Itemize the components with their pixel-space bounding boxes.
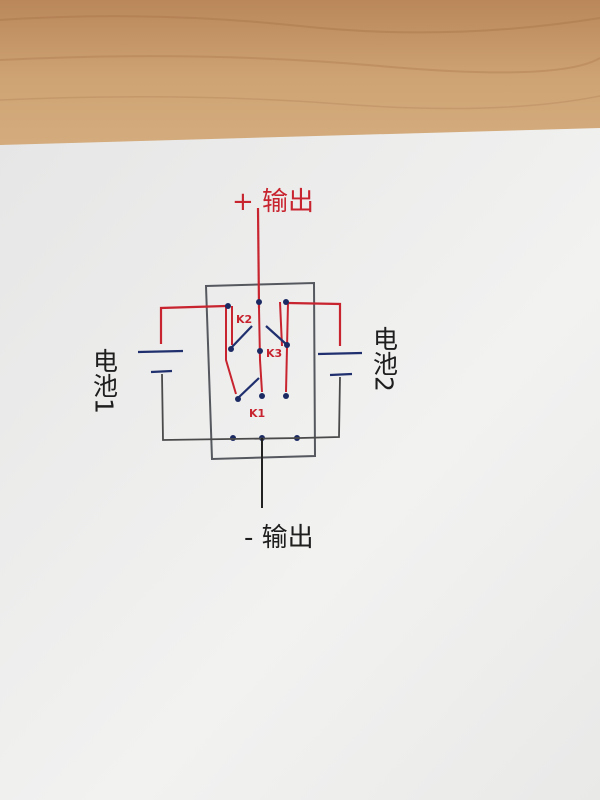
battery2-positive-wire (287, 301, 342, 346)
battery2-short-plate (329, 372, 353, 377)
center-red-link (258, 307, 263, 393)
k2-switch-lever (230, 325, 253, 349)
battery2-negative-wire (299, 376, 341, 439)
battery1-negative-wire (161, 373, 301, 441)
wood-grain (0, 55, 600, 74)
battery2-long-plate (317, 351, 363, 356)
battery1-long-plate (137, 349, 184, 354)
battery1-positive-wire (159, 304, 227, 344)
paper-sheet (0, 128, 600, 800)
k1-label: K1 (249, 407, 265, 420)
positive-output-label: + 输出 (232, 187, 314, 217)
contact-dots (225, 299, 300, 441)
k3-label: K3 (266, 347, 282, 360)
k2-red-link (225, 306, 237, 395)
circuit-diagram (137, 207, 363, 508)
k1-switch-lever (237, 377, 260, 399)
battery2-label: 电池2 (370, 326, 399, 392)
k2-label: K2 (236, 313, 252, 326)
battery1-label: 电池1 (90, 348, 119, 414)
negative-output-label: - 输出 (244, 523, 314, 553)
battery1-short-plate (150, 369, 173, 374)
wood-grain (0, 15, 600, 34)
switch-box (204, 281, 317, 461)
wood-grain (0, 95, 600, 110)
k3-switch-lever (265, 325, 287, 345)
positive-output-wire (256, 207, 261, 309)
